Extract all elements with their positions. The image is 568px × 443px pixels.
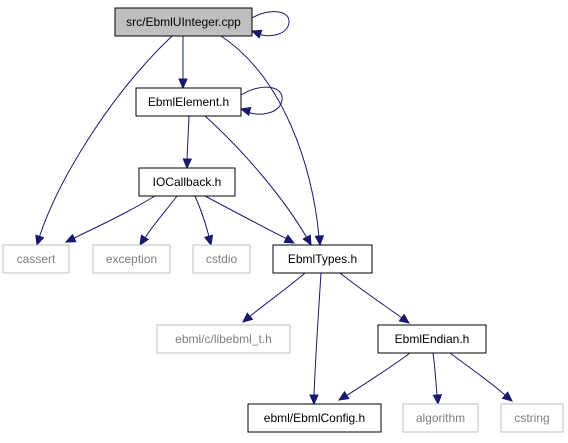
node-box	[377, 324, 487, 354]
node-label: algorithm	[416, 411, 465, 425]
edge-ebml-types-to-libebml-t	[242, 272, 306, 323]
node-label: src/EbmlUInteger.cpp	[126, 15, 241, 29]
edge-line	[220, 35, 320, 238]
node-box	[92, 244, 171, 274]
edge-ebml-element-to-io-callback	[182, 115, 193, 170]
arrowhead	[139, 234, 150, 247]
edge-root-to-ebml-types	[220, 35, 325, 247]
edge-line	[186, 115, 190, 161]
node-label: cassert	[17, 252, 56, 266]
arrowhead	[250, 29, 263, 39]
node-ebmlconfig-h[interactable]: ebml/EbmlConfig.h	[247, 403, 382, 433]
arrowhead	[203, 234, 214, 247]
edge-line	[449, 352, 507, 397]
edge-io-callback-to-ebml-types	[204, 195, 296, 244]
edge-line	[204, 115, 308, 239]
edge-root-to-ebml-element	[178, 36, 188, 90]
arrowhead	[309, 394, 319, 406]
node-exception[interactable]: exception	[92, 244, 171, 274]
node-ebmlendian-h[interactable]: EbmlEndian.h	[377, 324, 487, 354]
node-cstring[interactable]: cstring	[500, 403, 564, 433]
edge-ebml-endian-to-ebml-config	[337, 352, 411, 401]
edge-ebml-types-to-ebml-config	[309, 272, 322, 406]
arrowhead	[64, 233, 77, 243]
arrowhead	[182, 158, 193, 170]
node-ebmltypes-h[interactable]: EbmlTypes.h	[272, 244, 373, 274]
node-label: ebml/c/libebml_t.h	[175, 332, 272, 346]
arrowhead	[302, 234, 312, 247]
edge-line	[194, 195, 210, 238]
edges-layer	[35, 11, 513, 406]
edge-line	[204, 195, 288, 240]
edge-root-to-cassert	[35, 35, 173, 247]
arrowhead	[398, 313, 410, 324]
edge-line	[251, 11, 290, 37]
node-libebml-t-h[interactable]: ebml/c/libebml_t.h	[156, 324, 291, 354]
node-label: cstdio	[206, 252, 238, 266]
arrowhead	[239, 106, 252, 117]
edge-line	[432, 352, 438, 397]
edge-ebml-endian-to-cstring	[449, 352, 513, 402]
node-box	[402, 403, 479, 433]
node-label: ebml/EbmlConfig.h	[264, 411, 365, 425]
node-box	[138, 167, 236, 197]
node-cassert[interactable]: cassert	[2, 244, 70, 274]
node-cstdio[interactable]: cstdio	[192, 244, 251, 274]
arrowhead	[283, 234, 296, 244]
node-box	[114, 7, 253, 37]
edge-line	[345, 352, 411, 397]
node-ebmluinteger-cpp[interactable]: src/EbmlUInteger.cpp	[114, 7, 253, 37]
node-label: cstring	[514, 411, 549, 425]
node-box	[500, 403, 564, 433]
node-box	[2, 244, 70, 274]
edge-line	[313, 272, 322, 397]
edge-io-callback-to-exception	[139, 195, 178, 247]
edge-root-to-root	[250, 11, 290, 39]
node-box	[272, 244, 373, 274]
node-label: IOCallback.h	[153, 175, 222, 189]
arrowhead	[242, 312, 254, 323]
node-iocallback-h[interactable]: IOCallback.h	[138, 167, 236, 197]
node-box	[247, 403, 382, 433]
node-box	[192, 244, 251, 274]
edge-io-callback-to-cstdio	[194, 195, 214, 247]
node-box	[156, 324, 291, 354]
node-label: EbmlElement.h	[148, 95, 229, 109]
node-label: EbmlEndian.h	[395, 332, 470, 346]
edge-io-callback-to-cassert	[64, 195, 156, 243]
node-label: exception	[106, 252, 157, 266]
edge-ebml-element-to-ebml-types	[204, 115, 312, 247]
arrowhead	[337, 390, 350, 401]
edge-ebml-endian-to-algorithm	[432, 352, 443, 406]
arrowhead	[432, 394, 443, 406]
node-box	[135, 87, 242, 117]
arrowhead	[178, 78, 188, 90]
edge-ebml-types-to-ebml-endian	[339, 272, 410, 324]
edge-line	[248, 272, 306, 318]
edge-ebml-element-to-ebml-element	[239, 86, 283, 117]
edge-line	[38, 35, 173, 239]
node-ebmlelement-h[interactable]: EbmlElement.h	[135, 87, 242, 117]
node-label: EbmlTypes.h	[288, 252, 357, 266]
arrowhead	[501, 391, 513, 402]
node-algorithm[interactable]: algorithm	[402, 403, 479, 433]
edge-line	[144, 195, 178, 239]
edge-line	[73, 195, 156, 239]
edge-line	[240, 86, 283, 115]
edge-line	[339, 272, 403, 319]
arrowhead	[35, 234, 45, 247]
arrowhead	[314, 235, 325, 247]
